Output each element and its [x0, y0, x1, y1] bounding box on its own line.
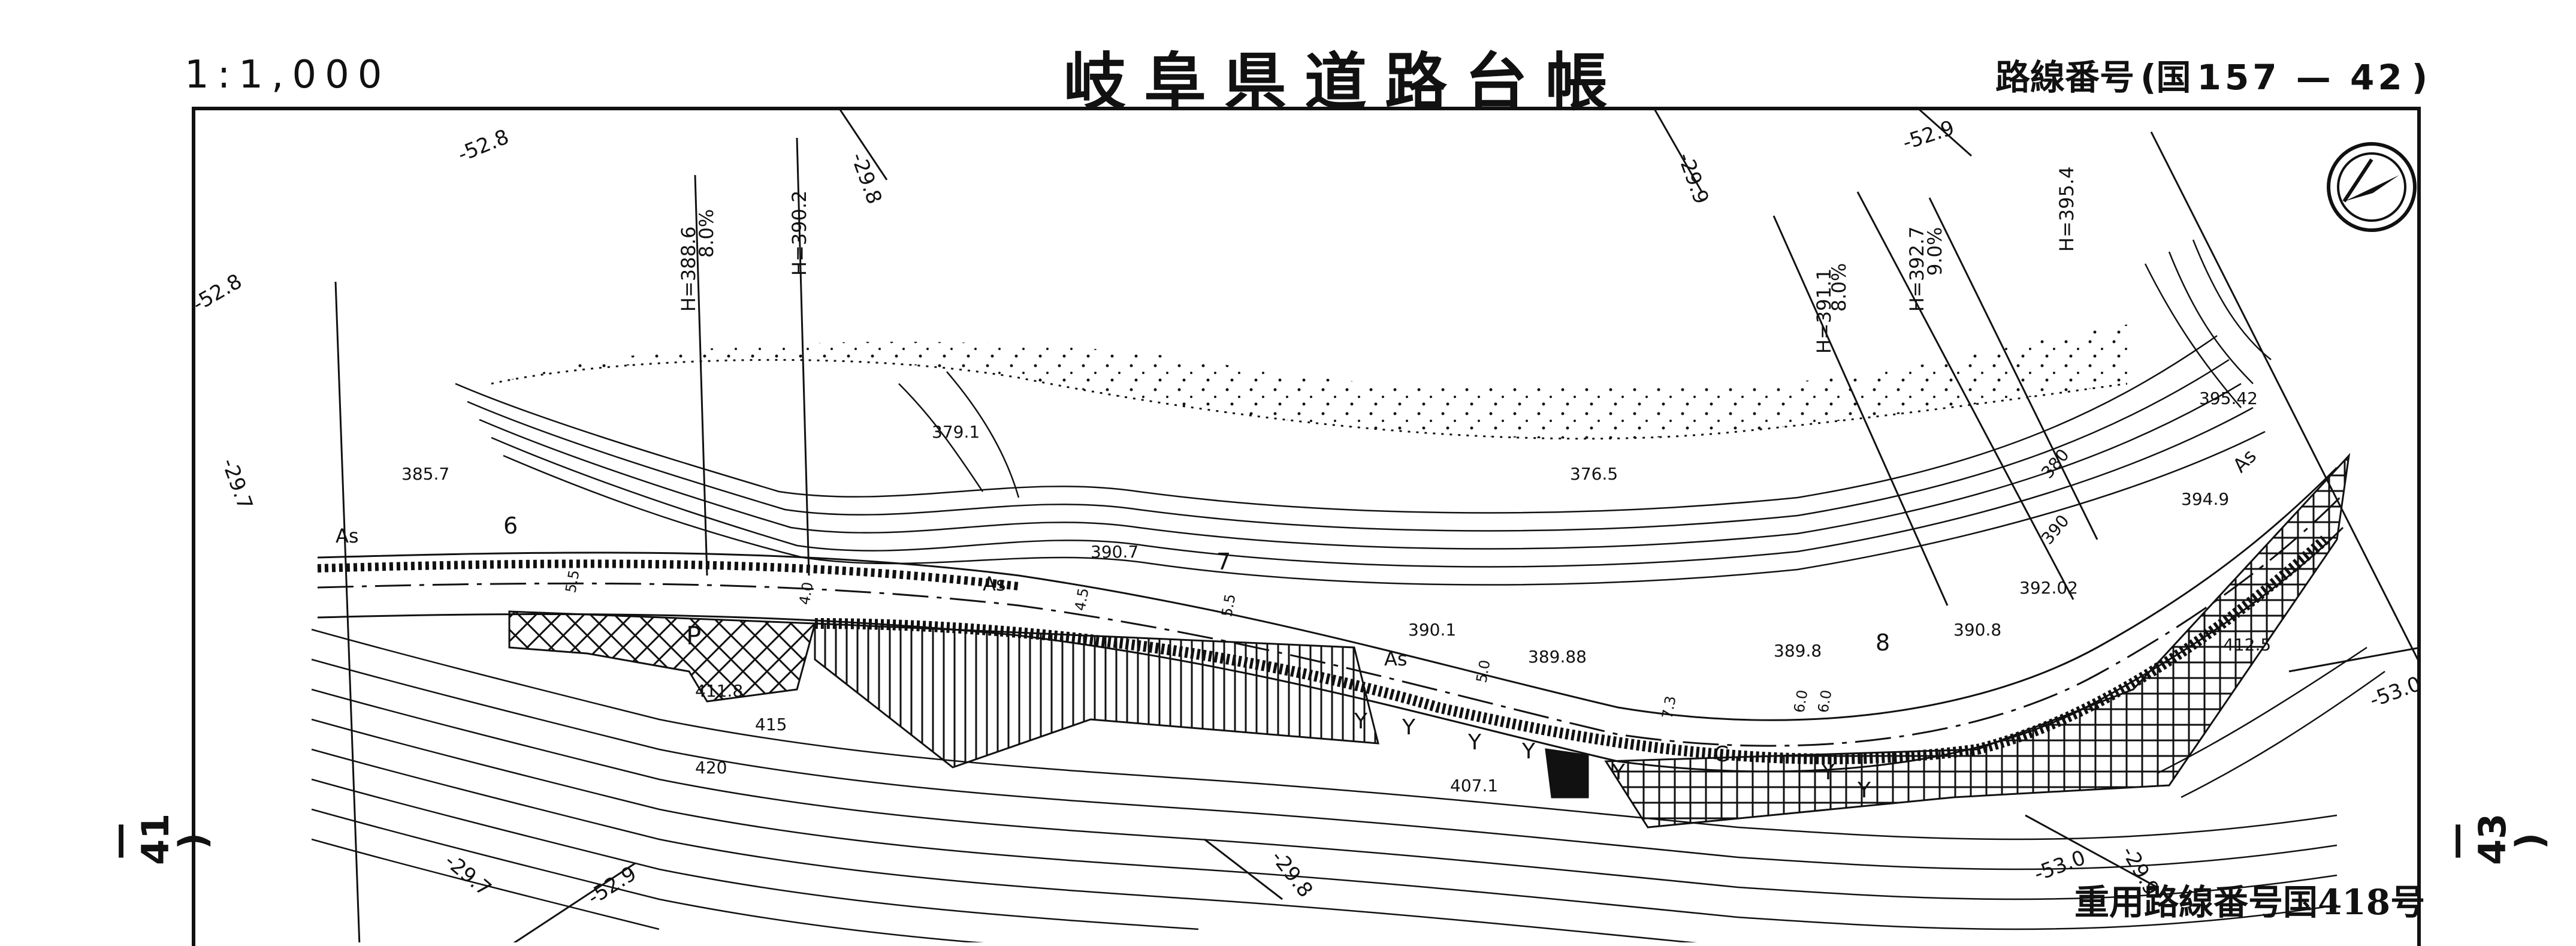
- elevation-label: 390.1: [1408, 620, 1456, 640]
- elevation-label: 412.5: [2223, 635, 2271, 655]
- width-label: 5.5: [562, 569, 582, 594]
- elevation-label: 395.42: [2199, 388, 2258, 408]
- elevation-label: 411.8: [695, 681, 743, 701]
- elevation-label: 390.7: [1091, 542, 1138, 562]
- symbol-label: Y: [1402, 715, 1416, 740]
- left-sheet-ref: — 41 ): [96, 813, 215, 865]
- grid-lines: [334, 110, 2417, 942]
- width-label: 4.5: [1071, 587, 1092, 612]
- north-arrow: [2327, 142, 2417, 232]
- height-label: H=391.1: [1813, 269, 1835, 354]
- elevation-label: 420: [695, 758, 727, 778]
- lower-contours: [311, 628, 2385, 942]
- symbol-label: Y: [1467, 730, 1482, 755]
- symbol-label: Y: [1821, 760, 1835, 785]
- elevation-label: 380: [2037, 445, 2073, 482]
- width-label: 7.3: [1659, 695, 1679, 720]
- width-label: 4.0: [796, 581, 816, 606]
- width-label: 5.5: [1218, 593, 1239, 618]
- width-label: 6.0: [1790, 689, 1811, 714]
- symbol-label: Y: [1354, 709, 1368, 734]
- route-open: (国: [2140, 57, 2191, 98]
- symbol-label: Y: [1521, 739, 1536, 764]
- chainage-label: 6: [503, 513, 518, 539]
- elevation-label: 376.5: [1570, 464, 1618, 484]
- elevation-label: 407.1: [1450, 776, 1498, 796]
- feature-symbols: P Y Y Y Y Y Y Y C: [686, 621, 1871, 803]
- grid-label: -52.9: [1899, 116, 1957, 155]
- chainage-label: 7: [1216, 549, 1231, 575]
- grid-label: -52.9: [584, 861, 641, 910]
- height-label: H=395.4: [2055, 167, 2078, 252]
- elevation-label: 379.1: [932, 422, 980, 442]
- elevation-label: 415: [755, 715, 787, 734]
- grade-label: 9.0%: [1923, 227, 1946, 276]
- grid-label: -29.8: [846, 149, 887, 207]
- route-label: 路線番号: [1995, 57, 2135, 98]
- page-title: 岐阜県道路台帳: [1064, 46, 1626, 119]
- road-surface-label: As: [336, 525, 359, 547]
- overlap-route-note: 重用路線番号国418号: [2074, 882, 2426, 923]
- elevation-label: 389.88: [1528, 647, 1587, 667]
- dotted-terrain: [491, 324, 2133, 440]
- road-surface-label: As: [2228, 445, 2261, 477]
- grade-label: 8.0%: [695, 209, 718, 258]
- grid-label: -29.7: [217, 455, 258, 513]
- grid-labels: -52.8 -52.8 -29.8 -29.9 -52.9 -29.7 -29.…: [189, 116, 2417, 910]
- road-surface-label: As: [1384, 647, 1408, 670]
- grid-label: -29.9: [1673, 149, 1714, 207]
- upper-contours: [455, 239, 2272, 586]
- road-surface-label: As: [983, 573, 1006, 595]
- height-label: H=392.7: [1905, 227, 1928, 312]
- elevation-label: 394.9: [2181, 489, 2229, 509]
- height-labels: H=388.6 8.0% H=390.2 H=391.1 8.0% H=392.…: [677, 167, 2078, 354]
- symbol-label: C: [1714, 742, 1729, 767]
- symbol-label: Y: [1611, 760, 1626, 785]
- map-scale: 1:1,000: [185, 53, 391, 97]
- width-label: 6.0: [1814, 689, 1835, 714]
- symbol-label: Y: [1857, 778, 1871, 803]
- symbol-label: P: [686, 621, 701, 650]
- retaining-walls: [508, 453, 2351, 828]
- width-label: 5.0: [1473, 659, 1493, 684]
- right-sheet-ref: — 43 ): [2433, 813, 2551, 865]
- grade-label: 8.0%: [1828, 263, 1850, 312]
- width-labels: 5.5 4.0 4.5 5.5 5.0 7.3 6.0 6.0: [562, 569, 1835, 720]
- route-close: ): [2411, 57, 2428, 98]
- elevation-label: 390.8: [1953, 620, 2001, 640]
- height-label: H=390.2: [788, 191, 811, 276]
- grid-label: -52.8: [189, 269, 246, 317]
- map-frame: [192, 107, 2421, 946]
- chainage-label: 8: [1876, 629, 1890, 656]
- grid-label: -52.8: [454, 125, 512, 167]
- route-number-value: 157 — 42: [2197, 57, 2406, 98]
- elevation-label: 389.8: [1774, 641, 1822, 661]
- height-label: H=388.6: [677, 227, 700, 312]
- elevation-label: 385.7: [401, 464, 449, 484]
- elevation-label: 392.02: [2019, 578, 2078, 598]
